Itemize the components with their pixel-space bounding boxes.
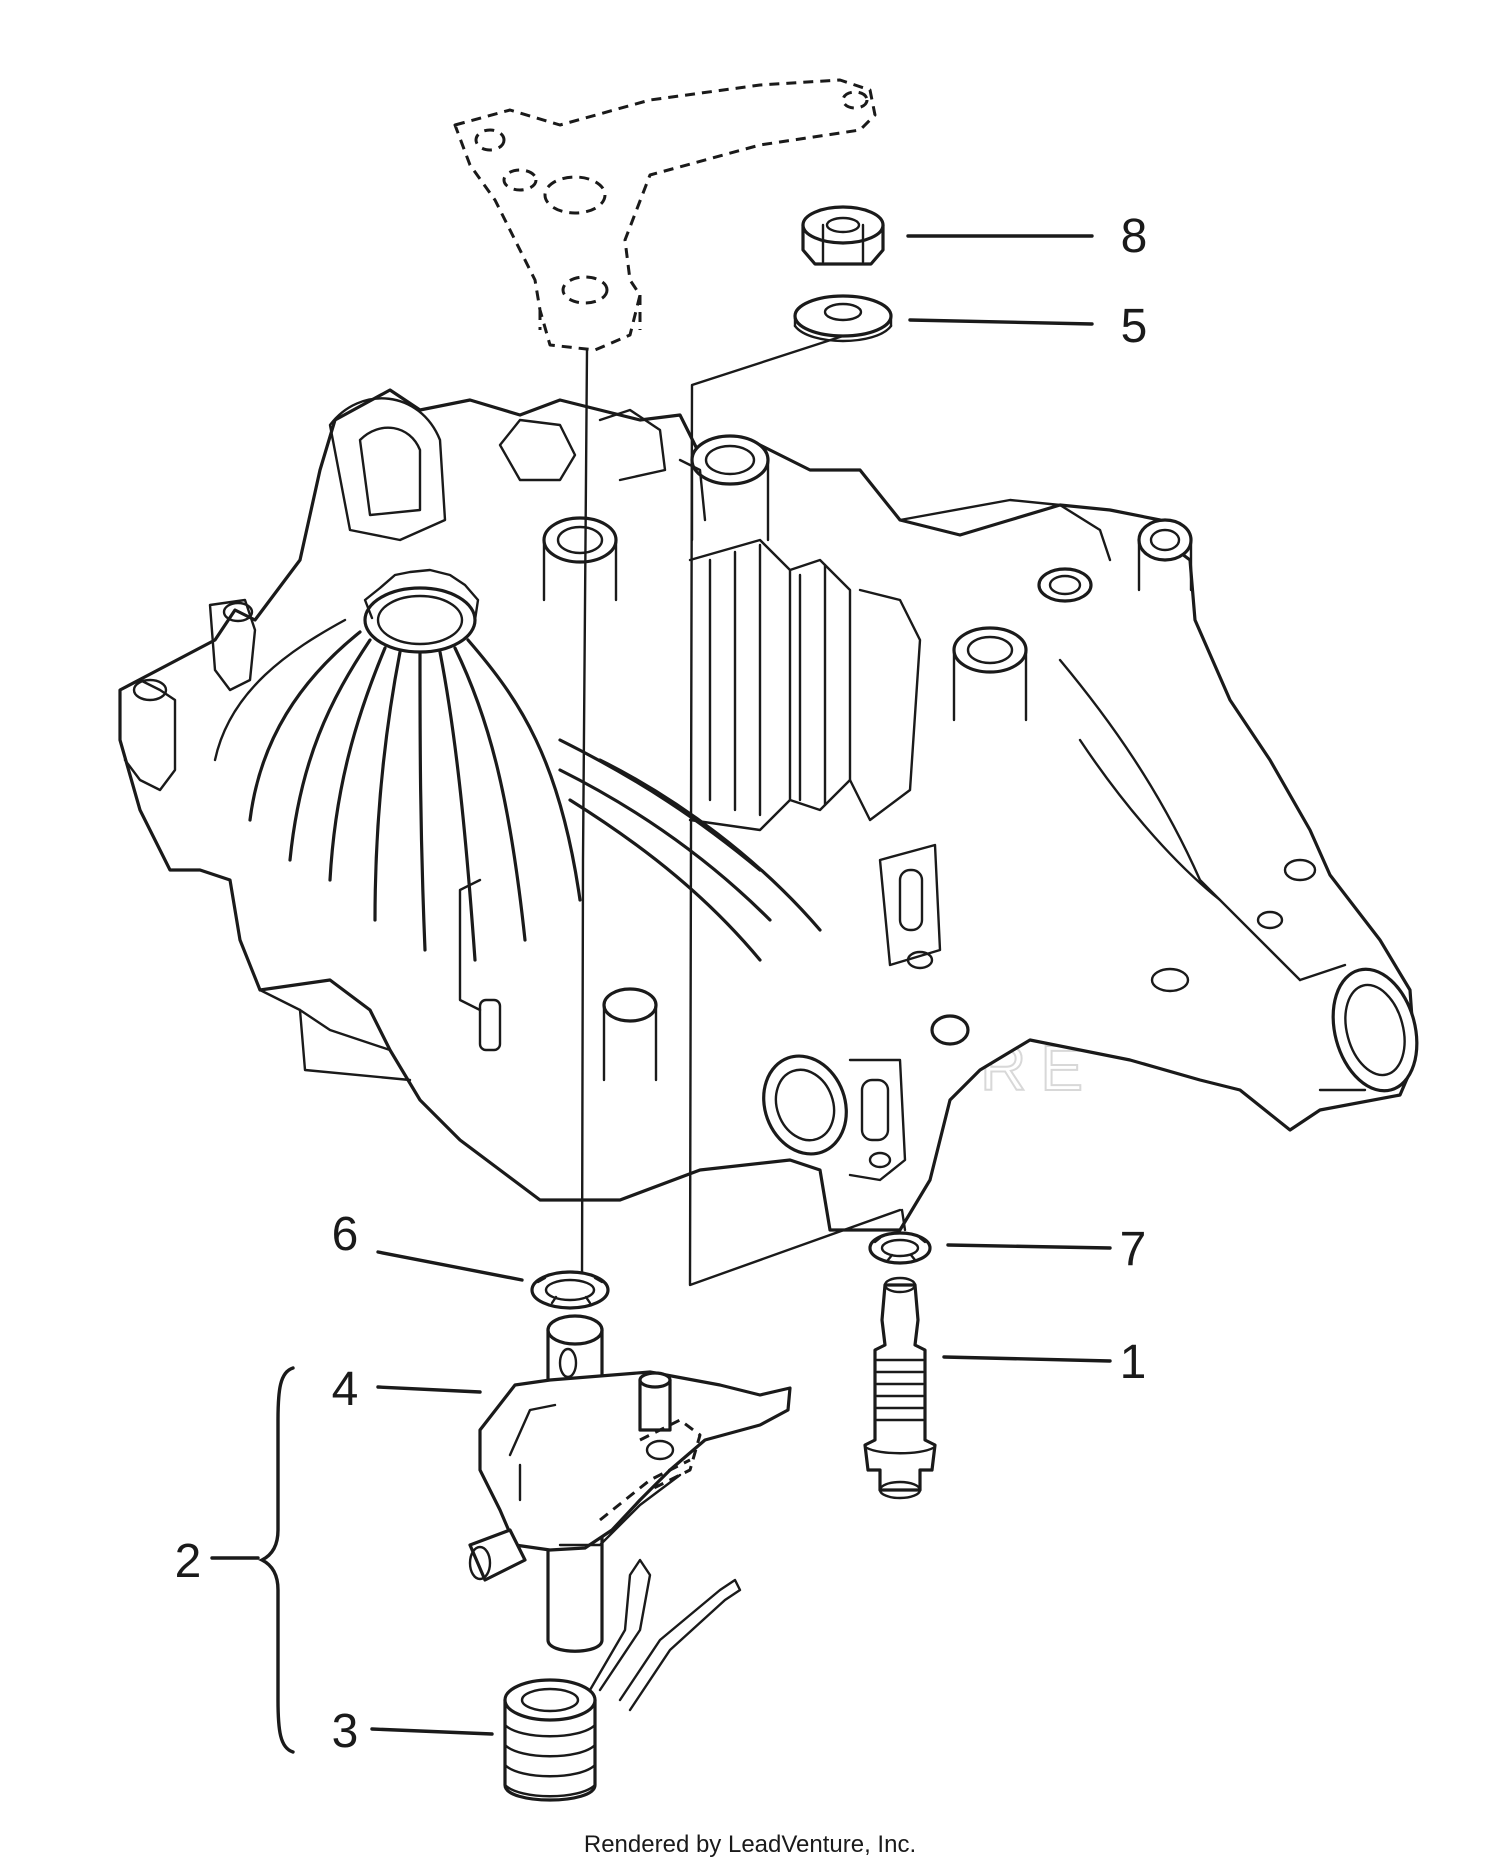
callout-labels: 8 5 6 7 1 4 2 3 <box>175 210 1148 1758</box>
part-7-retaining-ring <box>868 1231 932 1265</box>
part-4-shift-fork <box>468 1314 792 1653</box>
transaxle-housing <box>118 388 1419 1232</box>
callout-3: 3 <box>332 1705 359 1758</box>
callout-4: 4 <box>332 1363 359 1416</box>
callout-8: 8 <box>1121 210 1148 263</box>
part-3-torsion-spring <box>503 1558 742 1802</box>
footer-credit: Rendered by LeadVenture, Inc. <box>584 1831 916 1858</box>
leader-1 <box>942 1355 1112 1363</box>
callout-7: 7 <box>1120 1223 1147 1276</box>
assembly-lines <box>580 334 907 1287</box>
callout-1: 1 <box>1120 1336 1147 1389</box>
leader-4 <box>376 1385 482 1394</box>
part-5-washer <box>793 294 893 343</box>
part-6-retaining-ring <box>530 1270 610 1310</box>
leader-7 <box>946 1243 1112 1250</box>
leader-3 <box>370 1727 494 1736</box>
leader-6 <box>376 1250 524 1282</box>
part-1-shaft <box>863 1276 937 1500</box>
leader-5 <box>908 318 1094 326</box>
callout-6: 6 <box>332 1208 359 1261</box>
leader-lines <box>210 234 1112 1736</box>
callout-2: 2 <box>175 1535 202 1588</box>
assembly-bracket <box>258 1366 295 1754</box>
control-arm-reference <box>453 78 877 352</box>
callout-5: 5 <box>1121 300 1148 353</box>
part-8-nut <box>801 205 885 266</box>
